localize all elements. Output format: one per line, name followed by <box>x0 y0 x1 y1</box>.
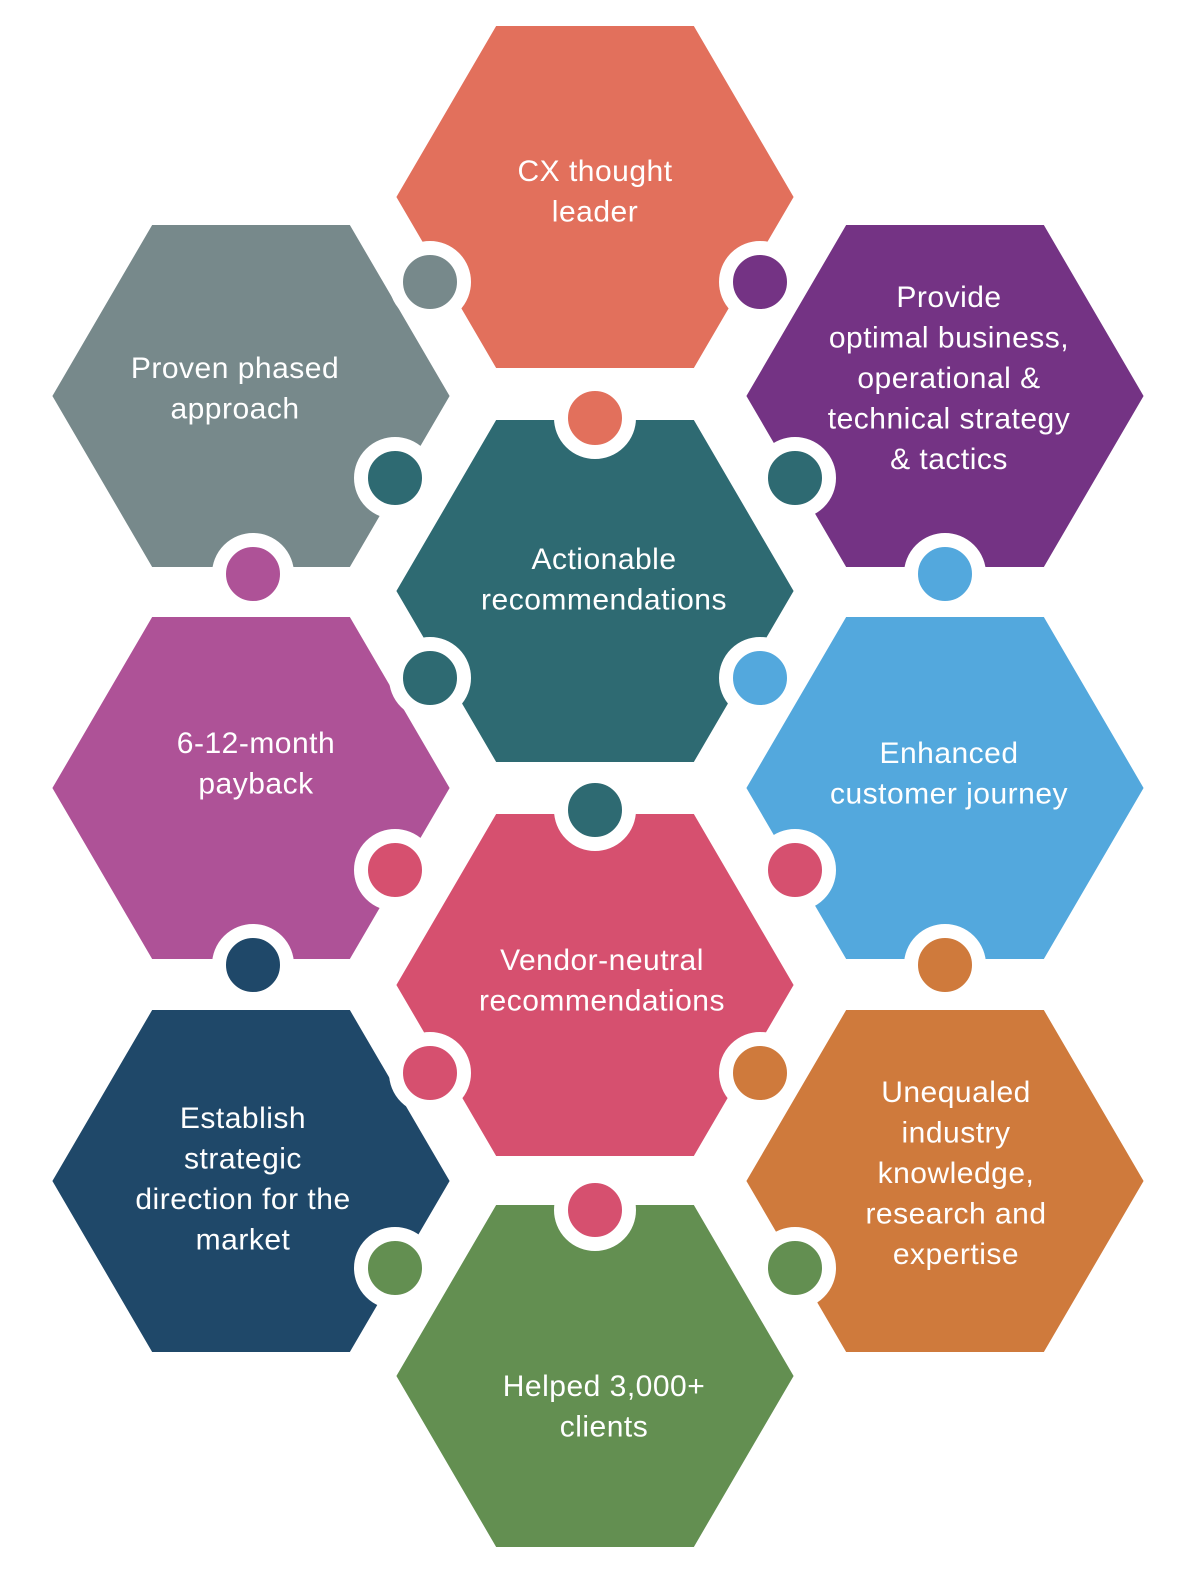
industry-knowledge-label-line: Unequaled <box>881 1076 1031 1109</box>
payback-label: 6-12-month payback <box>177 727 335 801</box>
industry-knowledge-label-line: research and <box>865 1198 1046 1231</box>
strategic-direction-label: Establish strategic direction for the marke… <box>135 1102 350 1257</box>
actionable-recommendations-knob <box>554 769 636 851</box>
optimal-strategy-label-line: operational & <box>857 362 1040 395</box>
industry-knowledge-label-line: knowledge, <box>878 1157 1035 1190</box>
strategic-direction-label-line: market <box>196 1224 291 1257</box>
helped-clients-label-line: Helped 3,000+ <box>503 1370 706 1403</box>
strategic-direction-knob <box>212 924 294 1006</box>
puzzle-shapes <box>31 8 1165 1565</box>
industry-knowledge-label-line: industry <box>901 1117 1010 1150</box>
cx-thought-leader-label: CX thought leader <box>517 155 672 229</box>
vendor-neutral-label-line: Vendor-neutral <box>500 944 704 977</box>
industry-knowledge-knob <box>719 1032 801 1114</box>
optimal-strategy-piece <box>736 216 1154 576</box>
industry-knowledge-label: Unequaled industry knowledge, research and e… <box>865 1076 1046 1271</box>
cx-thought-leader-gap <box>375 8 815 386</box>
vendor-neutral-knob <box>389 1032 471 1114</box>
customer-journey-label-line: Enhanced <box>879 737 1018 770</box>
payback-label-line: payback <box>198 768 314 801</box>
optimal-strategy-label-line: Provide <box>896 281 1001 314</box>
customer-journey-label-line: customer journey <box>830 778 1068 811</box>
actionable-recommendations-label-line: recommendations <box>481 584 727 617</box>
actionable-recommendations-piece <box>386 411 804 771</box>
cx-thought-leader-knob <box>554 377 636 459</box>
actionable-recommendations-label: Actionable recommendations <box>481 543 727 617</box>
vendor-neutral-label: Vendor-neutral recommendations <box>479 944 725 1018</box>
customer-journey-gap <box>725 599 1165 977</box>
vendor-neutral-piece <box>386 805 804 1165</box>
vendor-neutral-knob <box>554 1169 636 1251</box>
actionable-recommendations-knob <box>754 437 836 519</box>
helped-clients-label: Helped 3,000+ clients <box>503 1370 706 1444</box>
industry-knowledge-label-line: expertise <box>893 1238 1019 1271</box>
vendor-neutral-gap <box>375 796 815 1174</box>
strategic-direction-label-line: Establish <box>180 1102 306 1135</box>
payback-label-line: 6-12-month <box>177 727 335 760</box>
helped-clients-gap <box>375 1187 815 1565</box>
industry-knowledge-piece <box>736 1001 1154 1361</box>
optimal-strategy-gap <box>725 207 1165 585</box>
actionable-recommendations-knob <box>354 437 436 519</box>
industry-knowledge-knob <box>904 924 986 1006</box>
strategic-direction-label-line: strategic <box>184 1143 302 1176</box>
industry-knowledge-gap <box>725 992 1165 1370</box>
payback-knob <box>212 533 294 615</box>
helped-clients-piece <box>386 1196 804 1556</box>
helped-clients-knob <box>754 1227 836 1309</box>
optimal-strategy-label: Provide optimal business, operational & tec… <box>828 281 1070 476</box>
customer-journey-knob <box>719 637 801 719</box>
vendor-neutral-knob <box>354 829 436 911</box>
proven-phased-approach-label-line: Proven phased <box>131 352 339 385</box>
proven-phased-approach-label-line: approach <box>170 393 299 426</box>
strategic-direction-label-line: direction for the <box>135 1183 350 1216</box>
actionable-recommendations-gap <box>375 402 815 780</box>
proven-phased-approach-label: Proven phased approach <box>131 352 339 426</box>
vendor-neutral-label-line: recommendations <box>479 985 725 1018</box>
optimal-strategy-label-line: & tactics <box>890 443 1008 476</box>
vendor-neutral-knob <box>754 829 836 911</box>
optimal-strategy-knob <box>719 241 801 323</box>
customer-journey-knob <box>904 533 986 615</box>
helped-clients-label-line: clients <box>560 1411 649 1444</box>
actionable-recommendations-knob <box>389 637 471 719</box>
cx-thought-leader-label-line: CX thought <box>517 155 672 188</box>
proven-phased-approach-knob <box>389 241 471 323</box>
cx-thought-leader-label-line: leader <box>552 196 638 229</box>
payback-gap <box>31 599 471 977</box>
customer-journey-piece <box>736 608 1154 968</box>
helped-clients-knob <box>354 1227 436 1309</box>
strategic-direction-gap <box>31 992 471 1370</box>
optimal-strategy-label-line: optimal business, <box>829 322 1069 355</box>
customer-journey-label: Enhanced customer journey <box>830 737 1068 811</box>
cx-thought-leader-piece <box>386 17 804 377</box>
proven-phased-approach-gap <box>31 207 471 585</box>
actionable-recommendations-label-line: Actionable <box>531 543 676 576</box>
optimal-strategy-label-line: technical strategy <box>828 403 1070 436</box>
